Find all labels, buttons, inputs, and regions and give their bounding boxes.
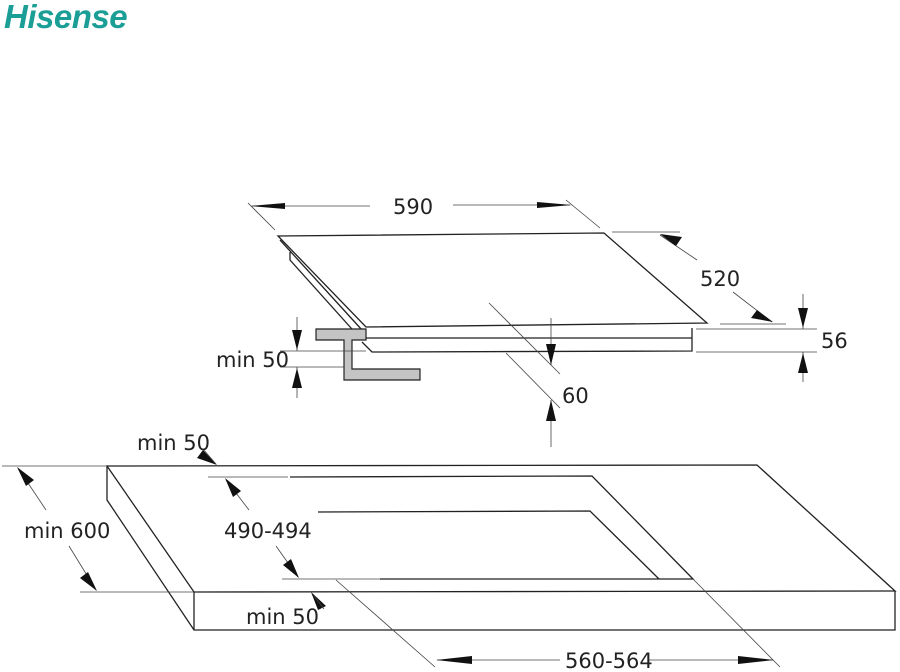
cutout-inner xyxy=(317,510,660,580)
hob-height-label: 56 xyxy=(821,329,848,353)
mounting-bracket xyxy=(315,328,421,381)
dimension-line xyxy=(313,595,325,610)
arrowhead xyxy=(798,308,808,328)
arrowhead xyxy=(250,203,285,209)
worktop-front-edge xyxy=(106,466,896,631)
worktop-drawing xyxy=(2,448,897,668)
back-margin-label: min 50 xyxy=(137,431,210,455)
arrowhead xyxy=(283,559,299,578)
hob-drawing xyxy=(247,199,817,447)
cutout-depth-label: 490-494 xyxy=(224,519,312,543)
arrowhead xyxy=(546,400,556,421)
arrowhead xyxy=(738,656,774,664)
hob-body-side xyxy=(289,252,692,339)
arrowhead xyxy=(751,310,773,322)
arrowhead xyxy=(225,478,241,497)
arrowhead xyxy=(80,572,97,591)
arrowhead xyxy=(436,656,472,664)
hob-body-front xyxy=(361,328,693,353)
below-clearance-label: 60 xyxy=(562,384,589,408)
hob-depth-label: 520 xyxy=(700,267,740,291)
extension-line xyxy=(565,199,601,229)
extension-line xyxy=(692,578,781,668)
arrowhead xyxy=(292,368,302,388)
arrowhead xyxy=(660,234,682,246)
cutout-width-label: 560-564 xyxy=(565,649,653,672)
arrowhead xyxy=(17,467,34,486)
hob-width-label: 590 xyxy=(393,195,433,219)
hob-top-edge xyxy=(279,239,363,331)
bracket-clearance-label: min 50 xyxy=(216,348,289,372)
arrowhead xyxy=(292,330,302,350)
worktop-depth-label: min 600 xyxy=(24,519,110,543)
hisense-logo: Hisense xyxy=(4,0,128,35)
arrowhead xyxy=(798,353,808,373)
front-margin-label: min 50 xyxy=(246,605,319,629)
dimension-line xyxy=(202,448,217,465)
extension-line xyxy=(335,579,436,668)
extension-line xyxy=(488,302,561,375)
arrowhead xyxy=(197,450,217,465)
arrowhead xyxy=(546,344,556,365)
cutout-outer xyxy=(289,475,695,580)
arrowhead xyxy=(537,202,572,208)
hob-top-surface xyxy=(276,232,709,328)
extension-line xyxy=(247,202,276,231)
extension-line xyxy=(505,352,561,409)
dimension-line xyxy=(659,234,698,261)
